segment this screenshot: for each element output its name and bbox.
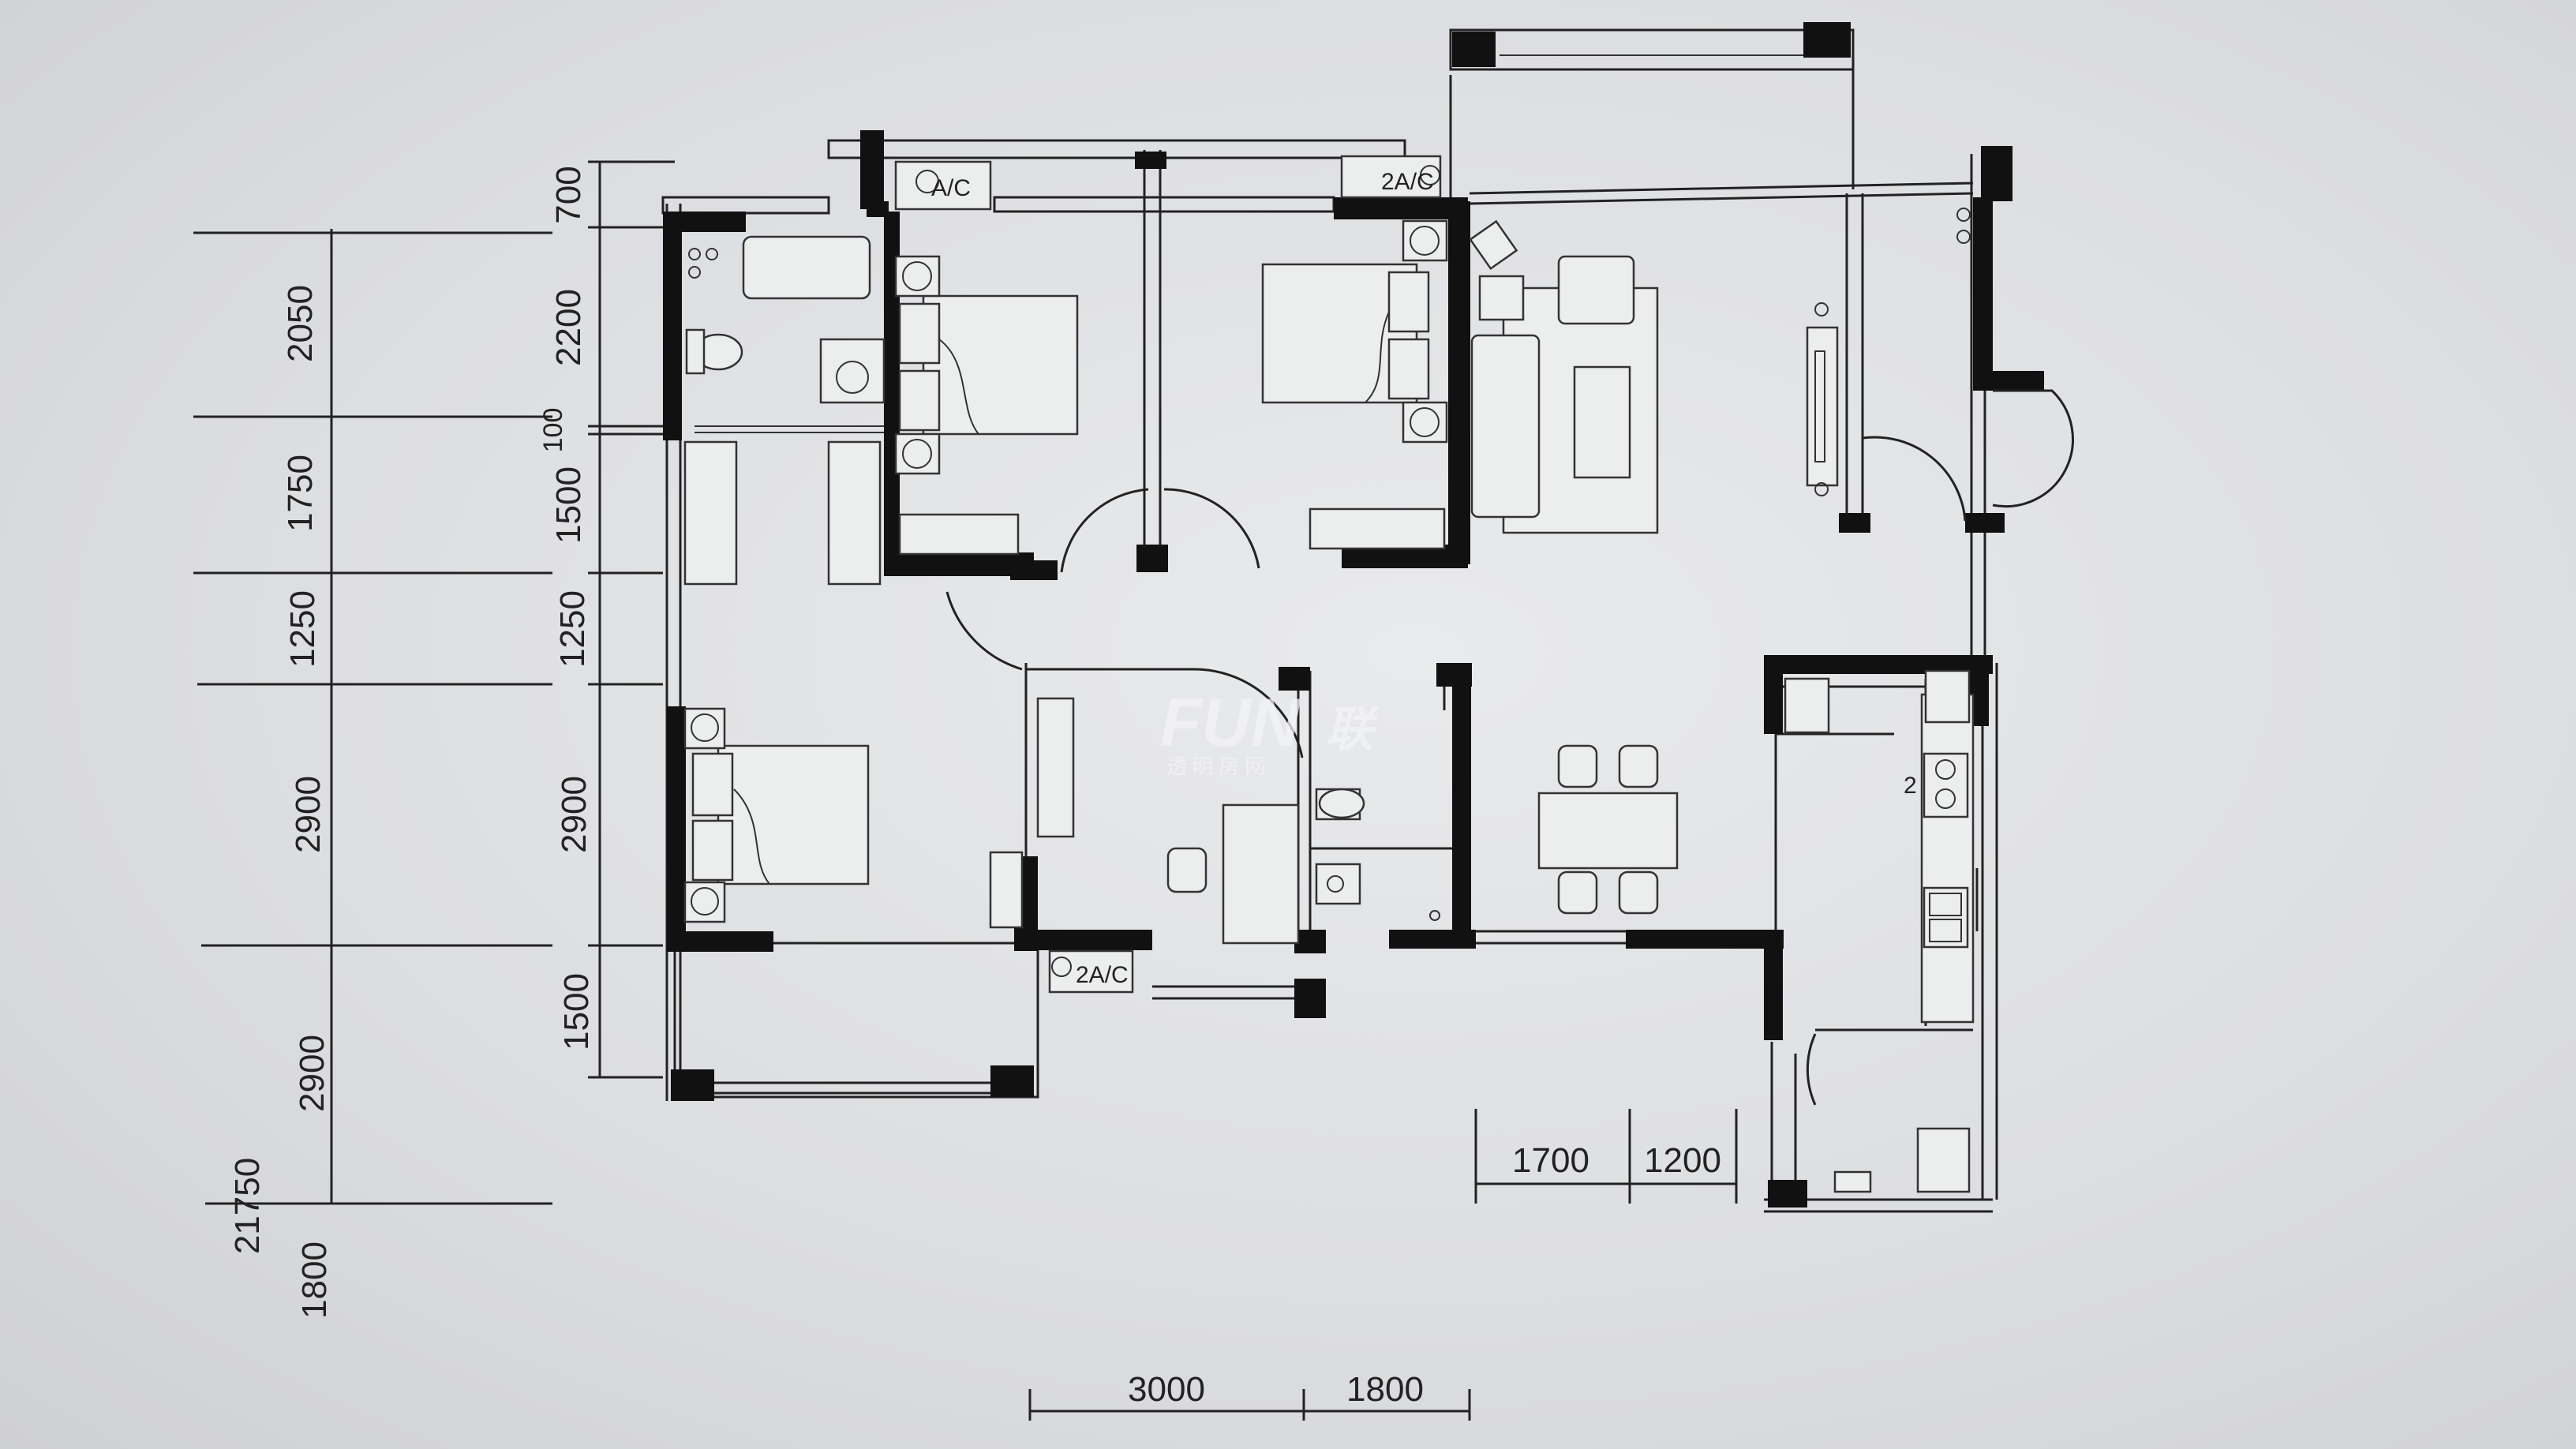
dim-label: 1250 (283, 590, 322, 668)
dim-label: 2900 (293, 1035, 331, 1112)
dim-label: 2900 (289, 776, 328, 853)
dim-label: 1500 (549, 466, 588, 544)
door-swing (1862, 436, 1967, 522)
dim-label: 21750 (228, 1158, 267, 1254)
dim-label: 1250 (553, 590, 592, 668)
dim-label: 2050 (281, 285, 320, 362)
sink (819, 338, 886, 404)
wardrobe (827, 440, 882, 586)
ac-label: 2A/C (1076, 962, 1129, 988)
side-table (1478, 275, 1525, 321)
left-inner-dimension-labels: 700 2200 100 1500 1250 2900 1500 (538, 166, 596, 1050)
dim-label: 1750 (281, 455, 320, 532)
sofa (1470, 334, 1541, 519)
chair (1166, 847, 1208, 893)
wardrobe (683, 440, 738, 586)
sink (1315, 863, 1361, 905)
door-swing (1163, 488, 1260, 569)
doors (945, 389, 2074, 1106)
door-swing (1060, 488, 1149, 573)
living-room (1469, 208, 1971, 534)
bedroom-3 (683, 707, 1024, 929)
ac-units: A/C 2A/C 2A/C (894, 155, 1442, 994)
door-swing (1992, 389, 2074, 508)
bedroom-1 (894, 255, 1079, 556)
lamp (1469, 219, 1518, 271)
counter (1920, 693, 1975, 1024)
dim-label: 2900 (555, 776, 593, 853)
bathroom-2 (1315, 788, 1440, 921)
chair (1618, 744, 1659, 788)
dim-label: 1700 (1512, 1141, 1589, 1180)
left-dimension-lines (193, 160, 675, 1205)
watermark-suffix: 联 (1326, 703, 1379, 756)
washing-machine (1916, 1127, 1971, 1193)
watermark: FUN 联 透 明 房 网 (1160, 685, 1379, 778)
left-outer-dimension-labels: 2050 1750 1250 2900 2900 21750 1800 (228, 285, 334, 1319)
desk (1309, 507, 1446, 550)
dim-label: 1800 (295, 1241, 334, 1319)
door-swing (1806, 1033, 1817, 1106)
chair (1557, 871, 1598, 915)
armchair (1557, 255, 1635, 325)
study (1036, 697, 1300, 945)
tv-console (1806, 326, 1839, 487)
dim-label: 3000 (1128, 1370, 1205, 1409)
door-swing (1191, 668, 1304, 758)
dim-label: 700 (549, 166, 588, 223)
desk (1222, 803, 1300, 945)
ac-unit (894, 160, 992, 211)
bottom-right-dimensions: 1700 1200 (1474, 1109, 1738, 1204)
cabinet (989, 851, 1024, 929)
kitchen-sink (1923, 886, 1969, 949)
ac-label: 2A/C (1381, 169, 1434, 195)
fridge (1784, 677, 1830, 734)
kitchen-mark: 2 (1904, 773, 1917, 799)
dim-label: 1800 (1346, 1370, 1424, 1409)
stove (1923, 752, 1969, 818)
chair (1557, 744, 1598, 788)
kitchen: 2 (1784, 669, 1975, 1193)
dining (1537, 744, 1679, 915)
dim-label: 2200 (549, 289, 588, 366)
coffee-table (1573, 365, 1631, 479)
desk (898, 513, 1020, 556)
ac-unit (1340, 155, 1442, 199)
bathtub (742, 235, 871, 300)
chair (1618, 871, 1659, 915)
dim-label: 1500 (557, 973, 596, 1050)
wardrobe (1036, 697, 1075, 838)
watermark-subtitle: 透 明 房 网 (1166, 754, 1266, 778)
bed (922, 294, 1079, 436)
bedroom-2 (1261, 219, 1448, 550)
thin-outlines (661, 28, 1998, 1213)
dining-table (1537, 792, 1679, 870)
shelf (1924, 669, 1971, 724)
ac-label: A/C (931, 175, 971, 201)
watermark-logo: FUN (1160, 685, 1301, 761)
dim-label: 100 (538, 408, 568, 453)
door-swing (945, 591, 1023, 671)
bed (717, 744, 870, 886)
bottom-dimensions: 3000 1800 (1028, 1370, 1471, 1421)
bathroom-top-left (683, 235, 886, 586)
structural-walls (663, 22, 2044, 1208)
dim-label: 1200 (1644, 1141, 1721, 1180)
